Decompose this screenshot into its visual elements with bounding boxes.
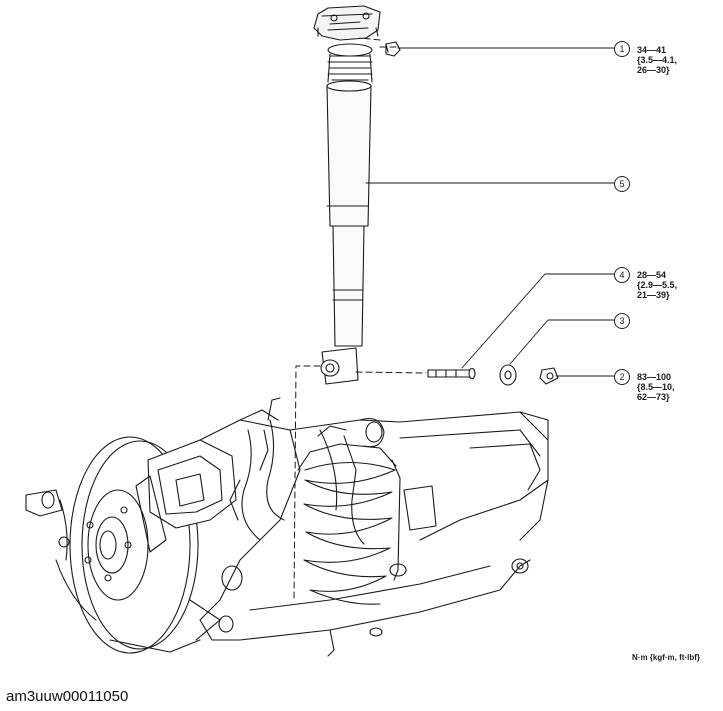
units-label: N·m {kgf·m, ft·lbf} <box>632 653 700 662</box>
torque-spec-1-line-1: 34—41 <box>637 45 667 55</box>
torque-spec-2-line-2: {8.5—10, <box>637 382 675 392</box>
figure-id: am3uuw00011050 <box>6 688 129 705</box>
torque-spec-2-line-3: 62—73} <box>637 392 670 402</box>
torque-spec-2: 83—100 {8.5—10, 62—73} <box>637 372 675 402</box>
nut-part-1 <box>385 41 401 57</box>
bolt-part-4 <box>427 367 476 380</box>
rear-suspension-assembly <box>25 397 549 657</box>
torque-spec-2-line-1: 83—100 <box>637 372 672 382</box>
nut-part-2 <box>539 367 559 385</box>
callout-2-number: 2 <box>614 369 630 385</box>
torque-spec-1: 34—41 {3.5—4.1, 26—30} <box>637 45 677 75</box>
callout-3-number: 3 <box>614 313 630 329</box>
callout-1-number: 1 <box>614 41 630 57</box>
torque-spec-4-line-1: 28—54 <box>637 270 667 280</box>
leader-lines <box>365 47 615 377</box>
washer-part-3 <box>499 364 517 386</box>
callout-4-number: 4 <box>614 267 630 283</box>
shock-absorber <box>313 5 381 385</box>
assembly-guide-lines <box>293 37 427 601</box>
torque-spec-4-line-3: 21—39} <box>637 290 670 300</box>
torque-spec-1-line-3: 26—30} <box>637 65 670 75</box>
torque-spec-4: 28—54 {2.9—5.5, 21—39} <box>637 270 677 300</box>
torque-spec-4-line-2: {2.9—5.5, <box>637 280 678 290</box>
callout-5-number: 5 <box>614 176 630 192</box>
torque-spec-1-line-2: {3.5—4.1, <box>637 55 678 65</box>
